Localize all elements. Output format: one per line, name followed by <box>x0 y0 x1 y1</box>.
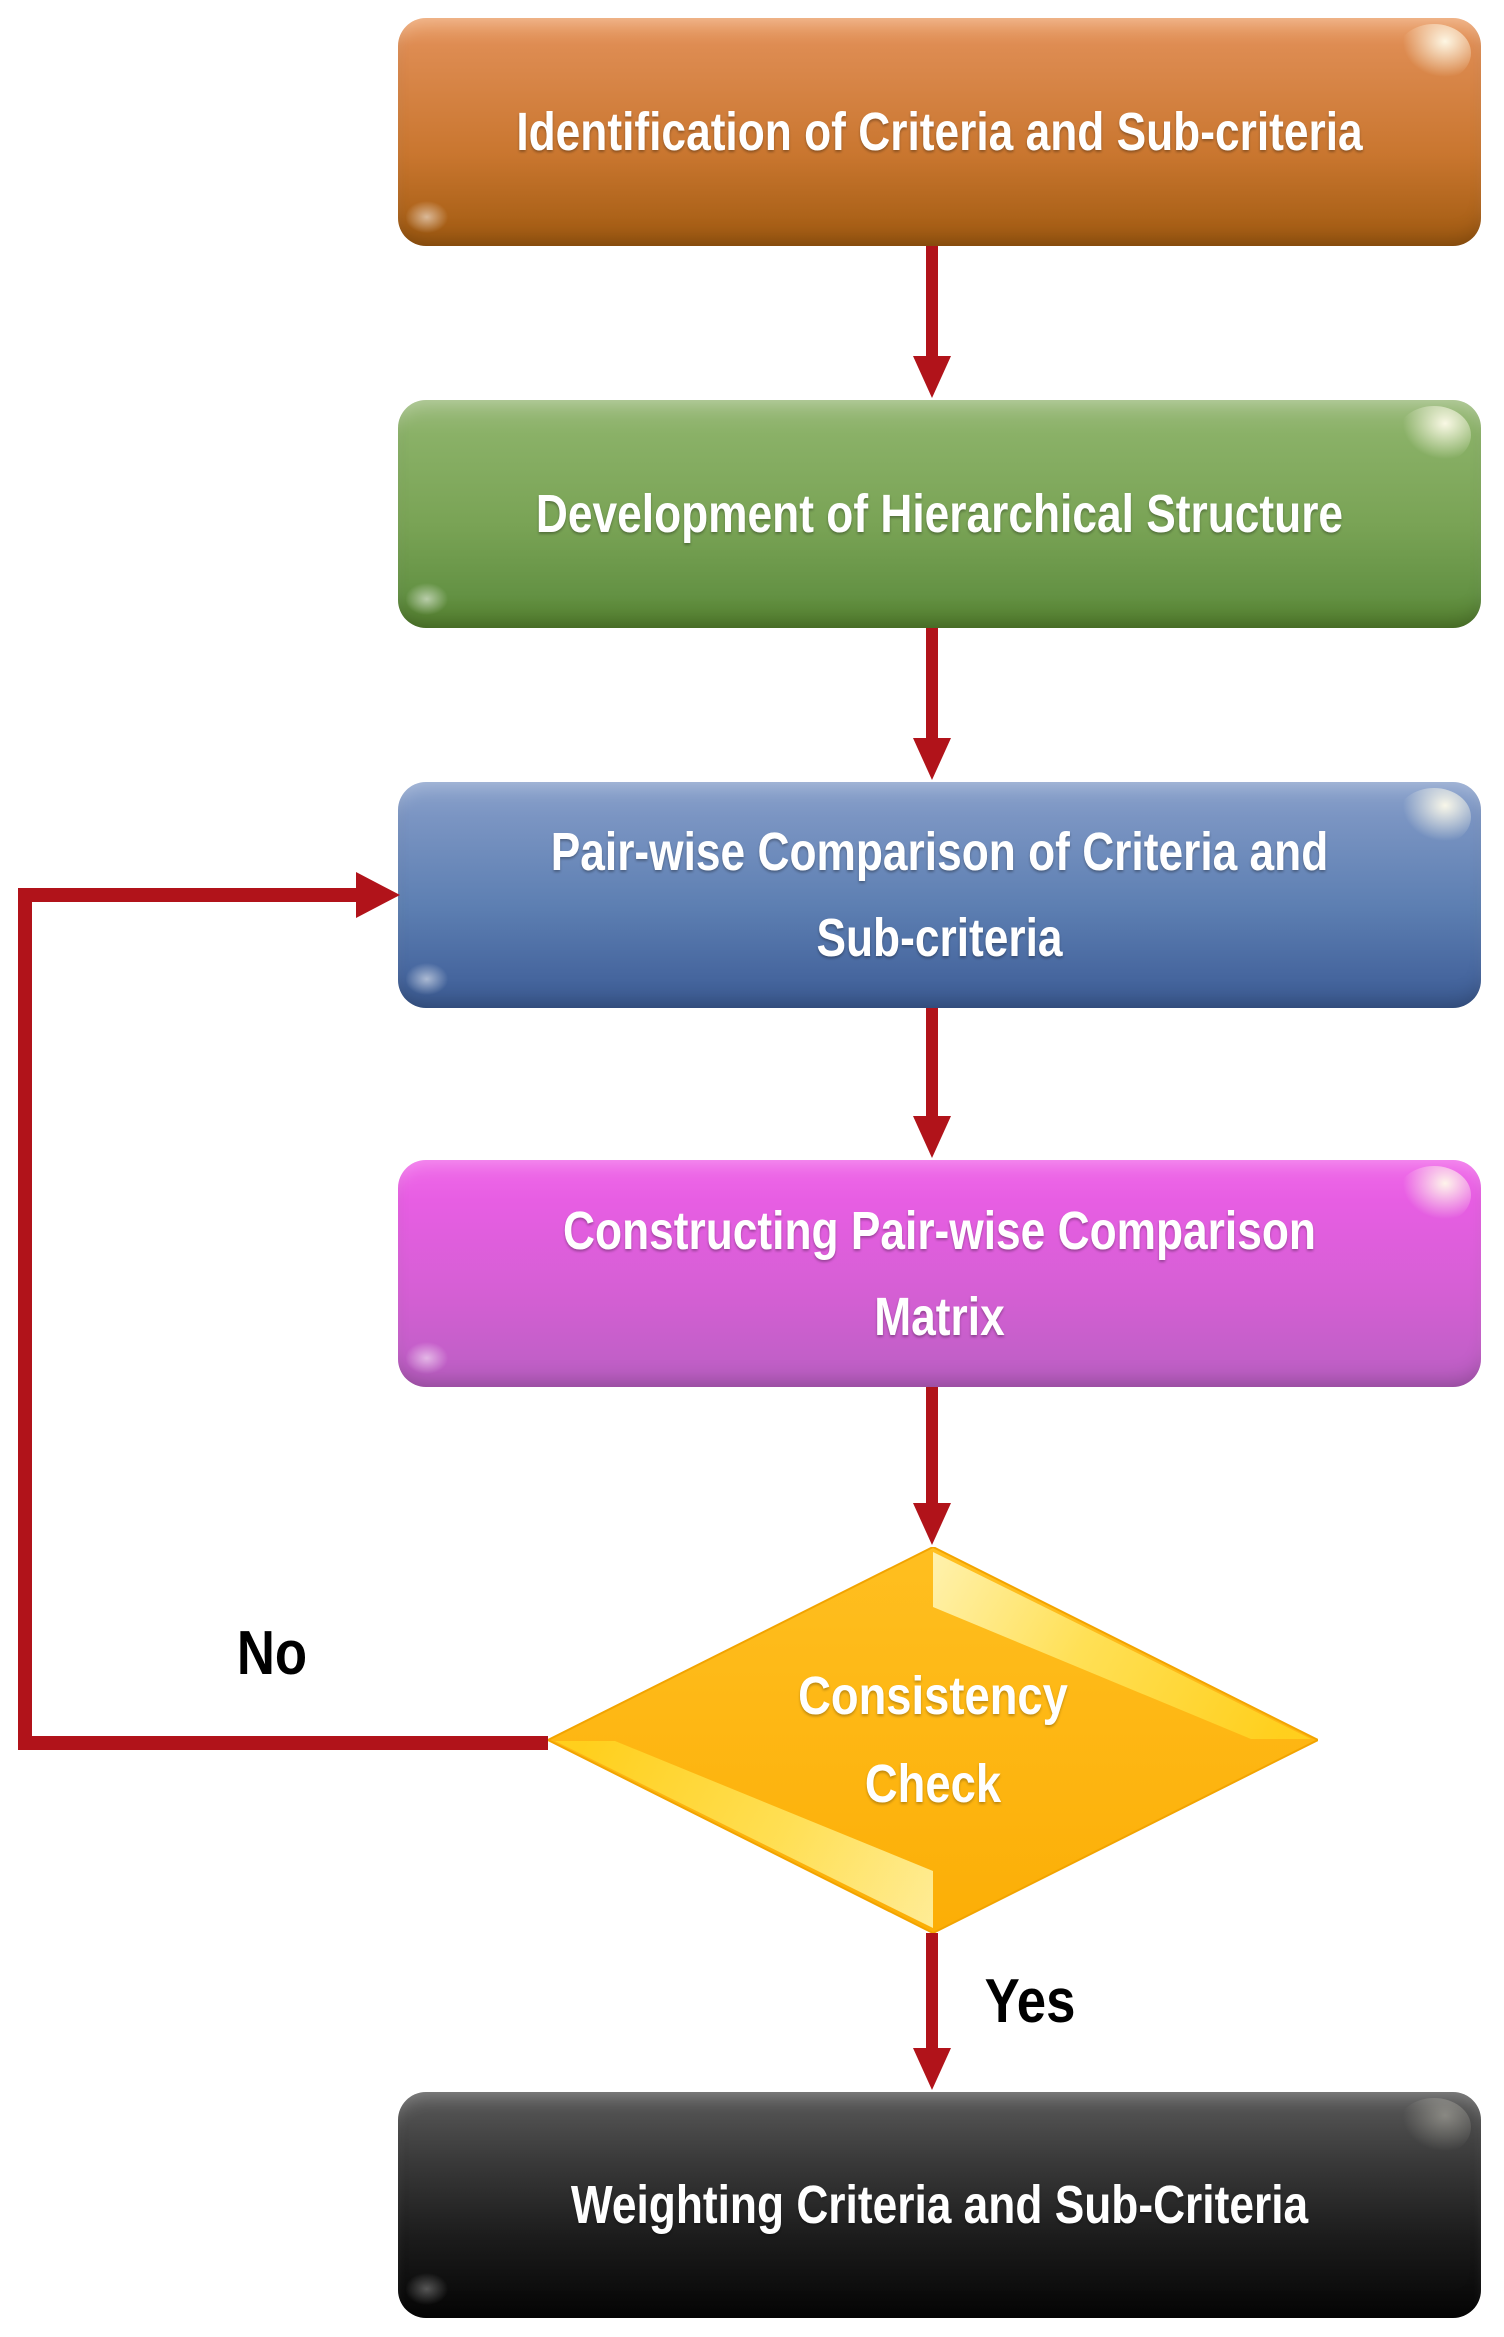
arrow-head-icon <box>913 2048 951 2090</box>
node-label: Pair-wise Comparison of Criteria and Sub… <box>495 809 1383 981</box>
edge-label-yes: Yes <box>984 1967 1076 2036</box>
node-label-line: Sub-criteria <box>816 908 1063 968</box>
diamond-shape <box>548 1547 1318 1933</box>
arrow-head-icon <box>913 1116 951 1158</box>
arrow-shaft <box>926 1387 938 1505</box>
node-hierarchical-structure: Development of Hierarchical Structure <box>398 400 1481 628</box>
node-label-line: Pair-wise Comparison of Criteria and <box>550 822 1329 882</box>
node-label: Weighting Criteria and Sub-Criteria <box>495 2162 1383 2248</box>
node-label-line: Weighting Criteria and Sub-Criteria <box>570 2175 1309 2235</box>
arrow-shaft <box>926 246 938 358</box>
node-weighting-criteria: Weighting Criteria and Sub-Criteria <box>398 2092 1481 2318</box>
node-label: Identification of Criteria and Sub-crite… <box>495 89 1383 175</box>
arrow-head-icon <box>913 356 951 398</box>
arrow-shaft <box>926 628 938 740</box>
node-label-line: Constructing Pair-wise Comparison <box>563 1200 1316 1261</box>
arrow-head-icon <box>356 872 400 918</box>
node-consistency-check: Consistency Check <box>548 1547 1318 1933</box>
arrow-head-icon <box>913 738 951 780</box>
node-label-line: Consistency <box>798 1666 1068 1726</box>
node-identification-of-criteria: Identification of Criteria and Sub-crite… <box>398 18 1481 246</box>
no-loop-top-segment <box>18 888 358 902</box>
node-label-line: Matrix <box>874 1286 1005 1347</box>
node-pairwise-comparison: Pair-wise Comparison of Criteria and Sub… <box>398 782 1481 1008</box>
edge-label-no: No <box>236 1619 308 1688</box>
no-loop-vertical-segment <box>18 888 32 1750</box>
node-label: Constructing Pair-wise Comparison Matrix <box>495 1188 1383 1360</box>
node-label: Development of Hierarchical Structure <box>495 471 1383 557</box>
node-label: Consistency Check <box>610 1547 1257 1933</box>
arrow-shaft <box>926 1008 938 1118</box>
node-comparison-matrix: Constructing Pair-wise Comparison Matrix <box>398 1160 1481 1387</box>
arrow-shaft <box>926 1933 938 2050</box>
node-label-line: Identification of Criteria and Sub-crite… <box>516 102 1363 162</box>
no-loop-bottom-segment <box>18 1736 548 1750</box>
node-label-line: Check <box>864 1754 1002 1814</box>
node-label-line: Development of Hierarchical Structure <box>535 484 1344 544</box>
arrow-head-icon <box>913 1503 951 1545</box>
